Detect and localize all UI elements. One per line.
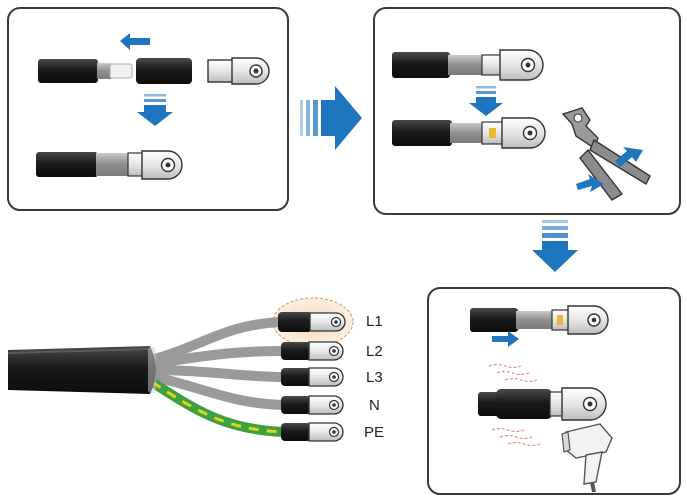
terminal-l3 (308, 367, 344, 387)
down-arrow-icon (137, 94, 173, 126)
ring-terminal (207, 57, 270, 85)
main-cable-jacket (8, 346, 156, 394)
crimped-cable (392, 117, 546, 149)
heat-wave-icon (491, 427, 541, 447)
cable-with-terminal (392, 49, 544, 81)
squeeze-arrow-icon (576, 174, 604, 192)
slide-arrow-icon (492, 331, 519, 347)
heat-gun-icon (561, 423, 613, 492)
heat-wave-icon (488, 363, 538, 383)
conductor-n (145, 371, 290, 410)
label-l1: L1 (366, 313, 383, 330)
step-heat-shrink-panel (427, 287, 681, 495)
next-step-arrow-icon (300, 86, 362, 150)
down-arrow-icon (469, 86, 503, 116)
cable-with-tube (470, 305, 609, 335)
terminal-l2 (308, 341, 344, 361)
terminal-pe (308, 422, 344, 442)
step-crimp-panel (373, 7, 681, 215)
next-step-arrow-icon (532, 220, 578, 272)
label-l2: L2 (366, 343, 383, 360)
finished-cable-assembly (7, 297, 354, 442)
conductor-l3 (145, 365, 290, 382)
stripped-cable (38, 59, 133, 83)
terminal-n (308, 395, 344, 415)
conductor-pe (147, 377, 290, 437)
assembled-cable (36, 150, 183, 180)
label-n: N (369, 397, 380, 414)
conductor-l2 (145, 346, 290, 369)
label-l3: L3 (366, 369, 383, 386)
heat-shrink-tube (136, 58, 192, 84)
step-strip-panel (7, 7, 289, 211)
label-pe: PE (364, 424, 385, 441)
terminal-l1 (309, 312, 346, 332)
strip-arrow-icon (120, 33, 150, 50)
squeeze-arrow-icon (615, 147, 643, 167)
conductor-l1 (145, 317, 290, 365)
cable-being-shrunk (478, 387, 607, 421)
